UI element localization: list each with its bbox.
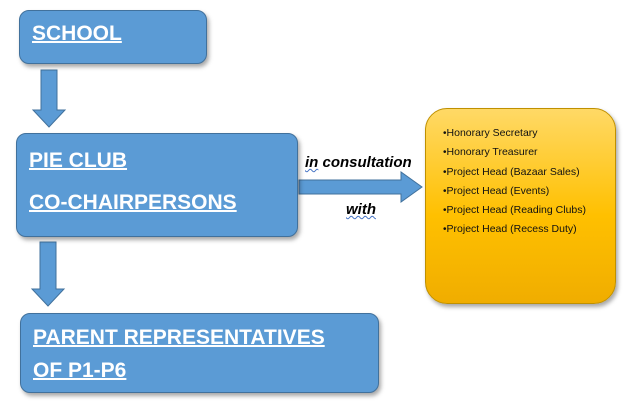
officer-item: •Project Head (Recess Duty) <box>443 220 609 239</box>
pie-club-label: PIE CLUB <box>29 149 128 172</box>
officer-label: Project Head (Recess Duty) <box>446 223 577 236</box>
officer-label: Project Head (Events) <box>446 184 550 197</box>
officer-item: •Honorary Secretary <box>443 124 609 143</box>
officers-box: •Honorary Secretary •Honorary Treasurer … <box>425 108 616 304</box>
school-box: SCHOOL <box>19 10 207 64</box>
arrow-pie-to-parents <box>30 241 66 307</box>
bullet-icon: • <box>443 147 447 159</box>
bullet-icon: • <box>443 185 447 197</box>
bullet-icon: • <box>443 205 447 217</box>
officer-label: Honorary Secretary <box>446 127 538 139</box>
officers-list: •Honorary Secretary •Honorary Treasurer … <box>443 124 609 240</box>
connector-label-bottom: with <box>346 201 376 218</box>
officer-item: •Project Head (Reading Clubs) <box>443 201 609 220</box>
bullet-icon: • <box>443 166 447 178</box>
connector-word-in: in <box>305 154 319 171</box>
officer-item: •Project Head (Bazaar Sales) <box>443 163 609 182</box>
parent-levels-label: OF P1-P6 <box>33 359 127 382</box>
officer-item: •Honorary Treasurer <box>443 143 609 162</box>
bullet-icon: • <box>443 128 447 139</box>
bullet-icon: • <box>443 224 447 236</box>
connector-label-top: in consultation <box>305 154 412 171</box>
parent-representatives-label: PARENT REPRESENTATIVES <box>33 326 325 349</box>
parent-representatives-box: PARENT REPRESENTATIVES OF P1-P6 <box>20 313 379 393</box>
connector-word-consultation: consultation <box>318 154 412 171</box>
officer-label: Project Head (Reading Clubs) <box>446 204 586 217</box>
arrow-school-to-pie <box>31 69 67 128</box>
school-label: SCHOOL <box>32 22 122 45</box>
co-chairpersons-label: CO-CHAIRPERSONS <box>29 191 237 214</box>
officer-label: Project Head (Bazaar Sales) <box>446 165 580 178</box>
arrow-pie-to-officers <box>298 171 423 203</box>
pie-club-box: PIE CLUB CO-CHAIRPERSONS <box>16 133 298 237</box>
officer-label: Honorary Treasurer <box>446 146 538 159</box>
connector-word-with: with <box>346 201 376 218</box>
officer-item: •Project Head (Events) <box>443 182 609 201</box>
